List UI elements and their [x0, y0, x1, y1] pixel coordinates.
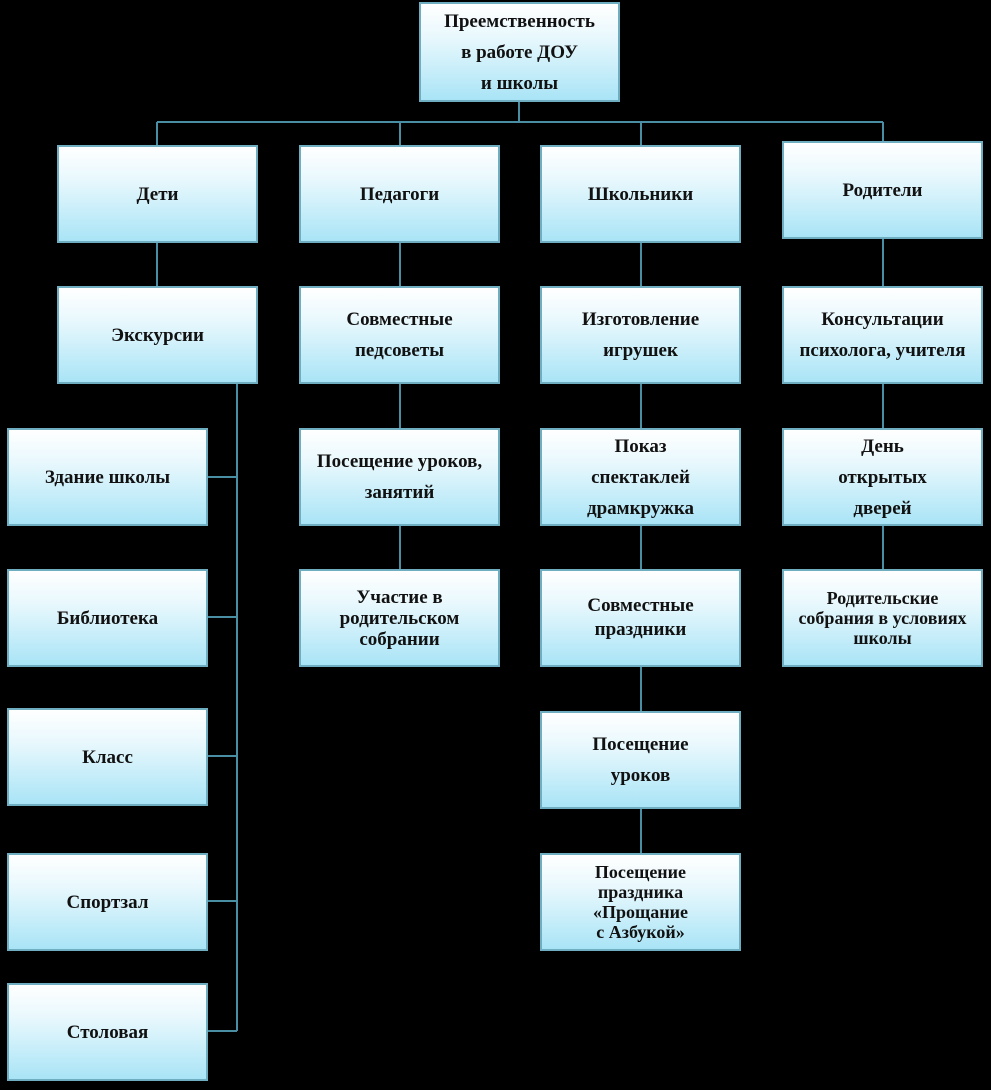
children-item-library: Библиотека	[7, 569, 208, 667]
pupils-item-lesson-visits: Посещение уроков	[540, 711, 741, 809]
teachers-item-joint-councils: Совместные педсоветы	[299, 286, 500, 384]
branch-parents: Родители	[782, 141, 983, 239]
parents-item-parent-meetings: Родительские собрания в условиях школы	[782, 569, 983, 667]
pupils-item-joint-holidays: Совместные праздники	[540, 569, 741, 667]
pupils-item-toy-making: Изготовление игрушек	[540, 286, 741, 384]
children-item-classroom: Класс	[7, 708, 208, 806]
children-item-canteen: Столовая	[7, 983, 208, 1081]
branch-children: Дети	[57, 145, 258, 243]
children-item-gym: Спортзал	[7, 853, 208, 951]
parents-item-open-day: День открытых дверей	[782, 428, 983, 526]
pupils-item-alphabet-farewell: Посещение праздника «Прощание с Азбукой»	[540, 853, 741, 951]
branch-schoolchildren: Школьники	[540, 145, 741, 243]
parents-item-consultations: Консультации психолога, учителя	[782, 286, 983, 384]
children-item-excursions: Экскурсии	[57, 286, 258, 384]
teachers-item-lesson-visits: Посещение уроков, занятий	[299, 428, 500, 526]
branch-teachers: Педагоги	[299, 145, 500, 243]
root-node: Преемственность в работе ДОУ и школы	[419, 2, 620, 102]
children-item-school-building: Здание школы	[7, 428, 208, 526]
pupils-item-drama-show: Показ спектаклей драмкружка	[540, 428, 741, 526]
teachers-item-parent-meeting: Участие в родительском собрании	[299, 569, 500, 667]
